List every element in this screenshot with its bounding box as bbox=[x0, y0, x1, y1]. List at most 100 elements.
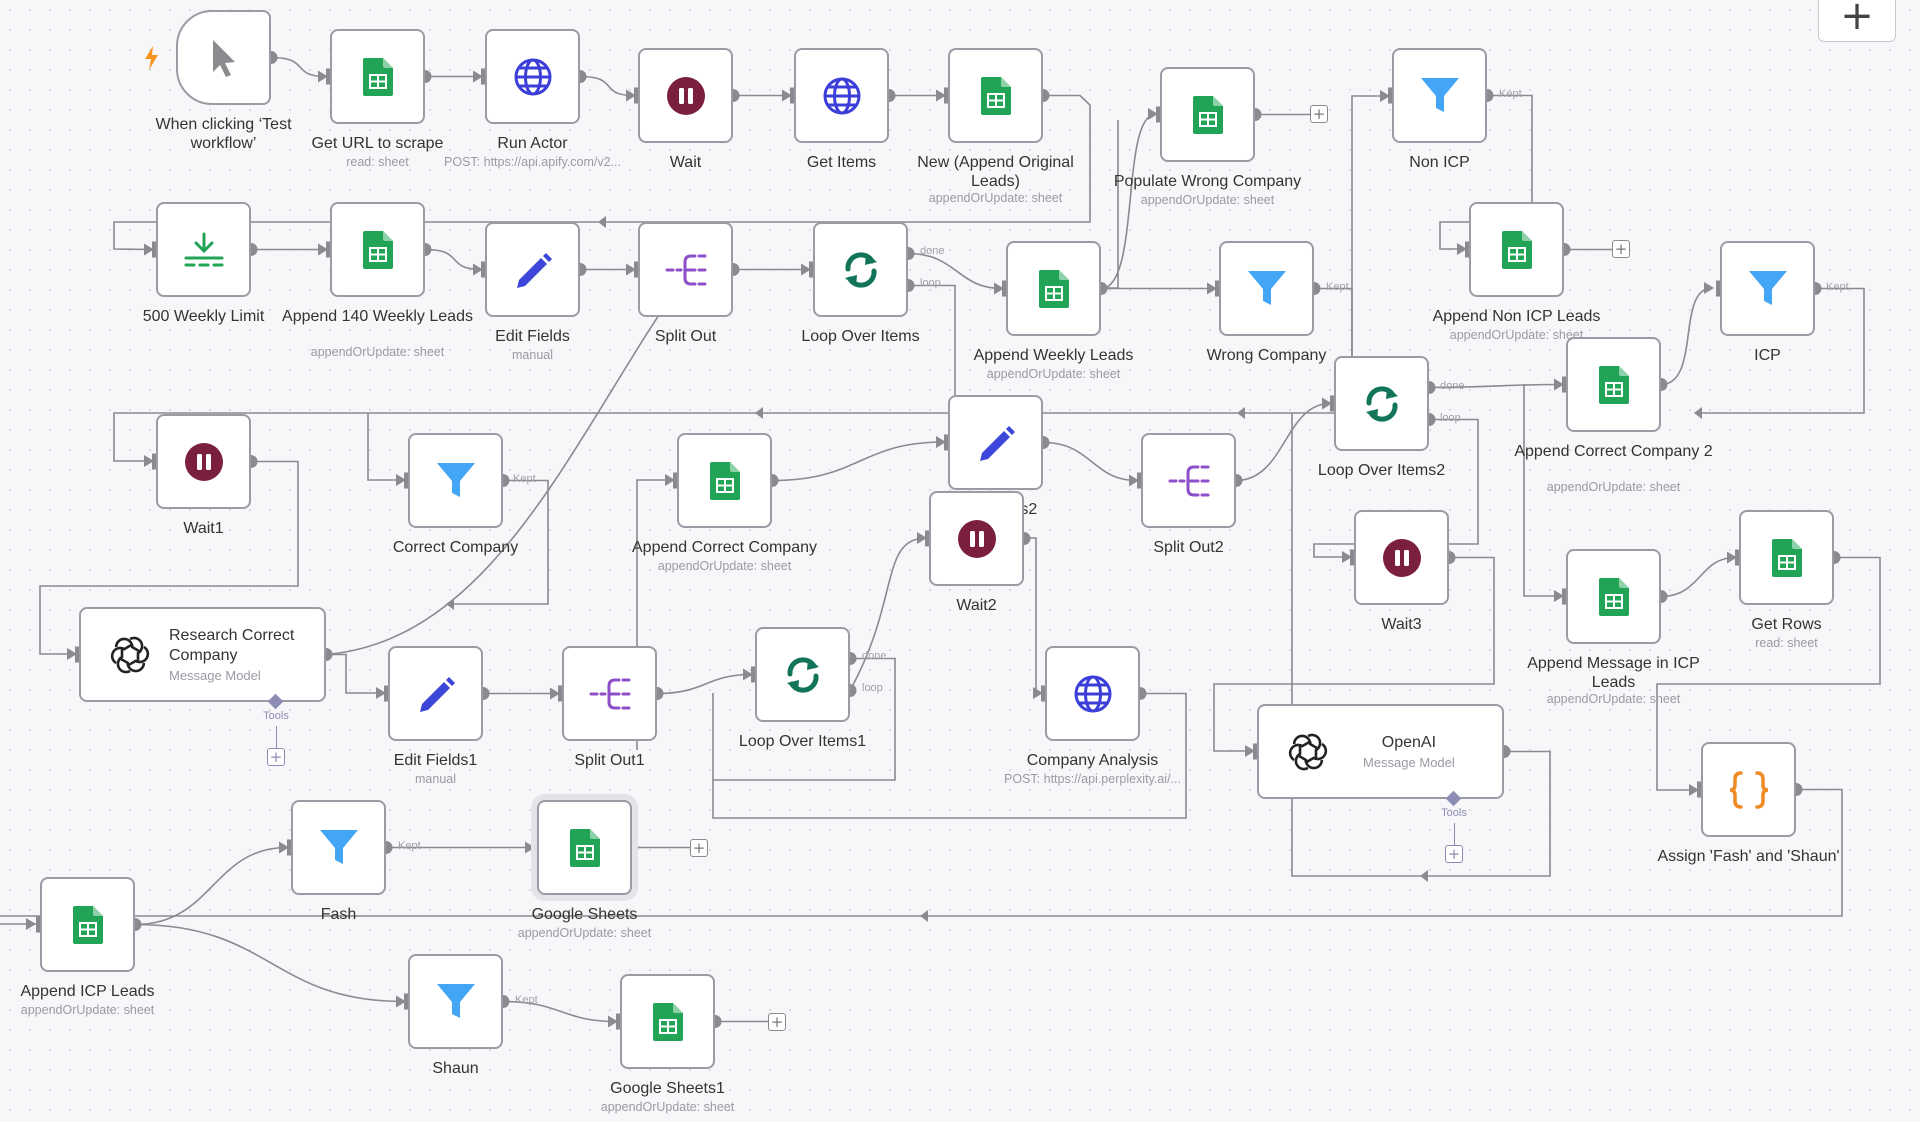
input-port[interactable] bbox=[634, 261, 639, 278]
node-loop-items2[interactable] bbox=[1334, 356, 1429, 451]
add-node-button[interactable]: + bbox=[1612, 240, 1630, 258]
input-port[interactable] bbox=[152, 241, 157, 258]
node-label: Append Non ICP Leads bbox=[1432, 308, 1601, 325]
node-run-actor[interactable] bbox=[485, 29, 580, 124]
input-port[interactable] bbox=[1388, 87, 1393, 104]
node-split-out[interactable] bbox=[638, 222, 733, 317]
node-append-icp[interactable] bbox=[40, 877, 135, 972]
input-port[interactable] bbox=[1156, 106, 1161, 123]
input-port[interactable] bbox=[751, 666, 756, 683]
node-wait[interactable] bbox=[638, 48, 733, 143]
node-google-sheets[interactable] bbox=[537, 800, 632, 895]
node-append-correct[interactable] bbox=[677, 433, 772, 528]
node-subtitle: appendOrUpdate: sheet bbox=[600, 1100, 735, 1114]
input-port[interactable] bbox=[36, 916, 41, 933]
input-port[interactable] bbox=[384, 685, 389, 702]
input-port[interactable] bbox=[1697, 781, 1702, 798]
node-shaun[interactable] bbox=[408, 954, 503, 1049]
node-non-icp[interactable] bbox=[1392, 48, 1487, 143]
input-port[interactable] bbox=[287, 839, 292, 856]
input-port[interactable] bbox=[75, 646, 80, 663]
node-get-url[interactable] bbox=[330, 29, 425, 124]
add-node-button[interactable]: + bbox=[690, 839, 708, 857]
node-label: Loop Over Items bbox=[801, 328, 920, 345]
input-port[interactable] bbox=[1002, 280, 1007, 297]
input-port[interactable] bbox=[673, 472, 678, 489]
node-icp[interactable] bbox=[1720, 241, 1815, 336]
input-port[interactable] bbox=[152, 453, 157, 470]
node-append-correct2[interactable] bbox=[1566, 337, 1661, 432]
node-subtitle: Message Model bbox=[169, 668, 261, 683]
input-port[interactable] bbox=[558, 685, 563, 702]
add-node-button[interactable]: + bbox=[768, 1013, 786, 1031]
node-append-weekly[interactable] bbox=[1006, 241, 1101, 336]
google-sheets-icon bbox=[72, 905, 103, 944]
input-port[interactable] bbox=[925, 530, 930, 547]
arrowhead bbox=[318, 70, 328, 83]
input-port[interactable] bbox=[481, 261, 486, 278]
node-wrong-company[interactable] bbox=[1219, 241, 1314, 336]
input-port[interactable] bbox=[1350, 549, 1355, 566]
add-tool-button[interactable]: + bbox=[1445, 845, 1463, 863]
input-port[interactable] bbox=[326, 241, 331, 258]
node-company-analysis[interactable] bbox=[1045, 646, 1140, 741]
input-port[interactable] bbox=[616, 1013, 621, 1030]
node-correct-company[interactable] bbox=[408, 433, 503, 528]
input-port[interactable] bbox=[404, 472, 409, 489]
node-populate-wrong[interactable] bbox=[1160, 67, 1255, 162]
connection-research-edit1 bbox=[326, 653, 384, 694]
input-port[interactable] bbox=[790, 87, 795, 104]
input-port[interactable] bbox=[1330, 395, 1335, 412]
input-port[interactable] bbox=[1465, 241, 1470, 258]
port-label-done: done bbox=[862, 650, 887, 662]
input-port[interactable] bbox=[1562, 588, 1567, 605]
input-port[interactable] bbox=[1041, 685, 1046, 702]
input-port[interactable] bbox=[634, 87, 639, 104]
input-port[interactable] bbox=[326, 68, 331, 85]
node-edit-fields[interactable] bbox=[485, 222, 580, 317]
add-tool-button[interactable]: + bbox=[267, 748, 285, 766]
node-append-non-icp[interactable] bbox=[1469, 202, 1564, 297]
input-port[interactable] bbox=[944, 87, 949, 104]
input-port[interactable] bbox=[1137, 472, 1142, 489]
arrowhead bbox=[665, 474, 675, 486]
connection-append_correct2-icp bbox=[1660, 287, 1713, 386]
input-port[interactable] bbox=[404, 993, 409, 1010]
input-port[interactable] bbox=[481, 68, 486, 85]
node-trigger[interactable] bbox=[176, 10, 271, 105]
node-limit500[interactable] bbox=[156, 202, 251, 297]
node-wait2[interactable] bbox=[929, 491, 1024, 586]
node-get-items[interactable] bbox=[794, 48, 889, 143]
node-append-msg-icp[interactable] bbox=[1566, 549, 1661, 644]
node-fash[interactable] bbox=[291, 800, 386, 895]
connection-shaun-google_sheets1 bbox=[502, 1000, 617, 1023]
input-port[interactable] bbox=[1215, 280, 1220, 297]
input-port[interactable] bbox=[533, 839, 538, 856]
node-loop-items[interactable] bbox=[813, 222, 908, 317]
input-port[interactable] bbox=[1253, 743, 1258, 760]
node-get-rows[interactable] bbox=[1739, 510, 1834, 605]
input-port[interactable] bbox=[809, 261, 814, 278]
node-split-out2[interactable] bbox=[1141, 433, 1236, 528]
node-edit-fields1[interactable] bbox=[388, 646, 483, 741]
node-new-append[interactable] bbox=[948, 48, 1043, 143]
node-wait1[interactable] bbox=[156, 414, 251, 509]
input-port[interactable] bbox=[1562, 376, 1567, 393]
input-port[interactable] bbox=[944, 434, 949, 451]
node-loop-items1[interactable] bbox=[755, 627, 850, 722]
node-label: Wait2 bbox=[956, 597, 997, 614]
input-port[interactable] bbox=[1735, 549, 1740, 566]
add-node-button[interactable]: + bbox=[1310, 105, 1328, 123]
node-append140[interactable] bbox=[330, 202, 425, 297]
node-google-sheets1[interactable] bbox=[620, 974, 715, 1069]
node-assign[interactable] bbox=[1701, 742, 1796, 837]
input-port[interactable] bbox=[1716, 280, 1721, 297]
pencil-icon bbox=[416, 674, 456, 714]
zoom-in-button[interactable]: + bbox=[1818, 0, 1896, 42]
node-split-out1[interactable] bbox=[562, 646, 657, 741]
node-edit-fields2[interactable] bbox=[948, 395, 1043, 490]
node-wait3[interactable] bbox=[1354, 510, 1449, 605]
